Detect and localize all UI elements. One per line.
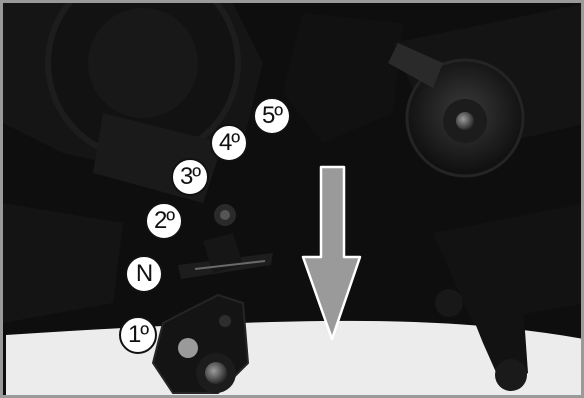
- motorcycle-photo: [3, 3, 584, 398]
- gear-badge-first: 1º: [119, 316, 157, 354]
- gear-badge-third: 3º: [171, 158, 209, 196]
- gear-badge-second: 2º: [145, 202, 183, 240]
- gear-badge-fifth: 5º: [253, 97, 291, 135]
- gear-badge-neutral: N: [125, 255, 163, 293]
- gear-badge-fourth: 4º: [210, 124, 248, 162]
